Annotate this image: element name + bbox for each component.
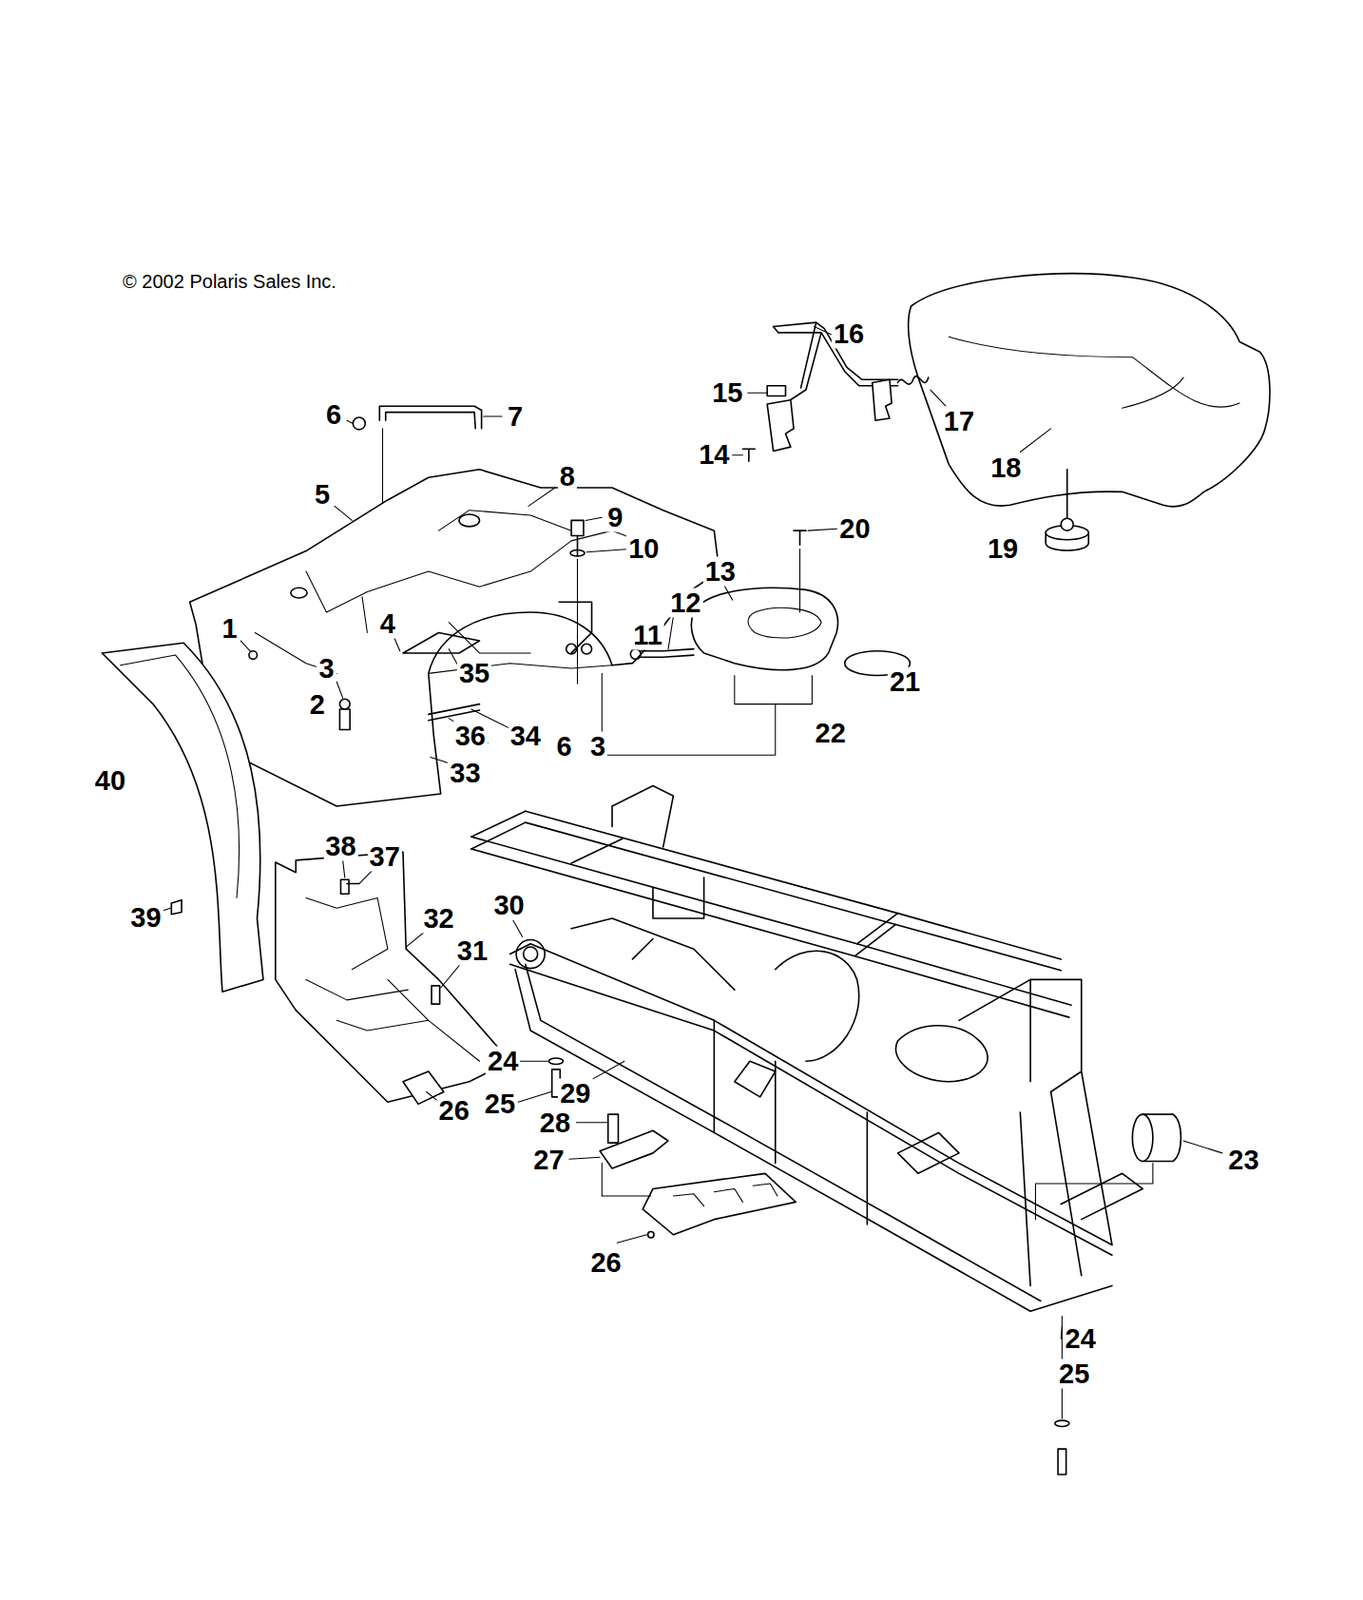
fender-hole bbox=[459, 514, 480, 527]
horn-face bbox=[1132, 1113, 1152, 1161]
callout-number: 7 bbox=[505, 401, 525, 431]
callout-number: 11 bbox=[631, 619, 665, 650]
screw bbox=[793, 530, 807, 545]
footwell bbox=[275, 851, 511, 1102]
bolt bbox=[1057, 1448, 1067, 1475]
callout-number: 19 bbox=[985, 534, 1020, 564]
nut bbox=[352, 417, 365, 430]
callout-number: 3 bbox=[588, 730, 608, 761]
callout-number: 20 bbox=[837, 513, 872, 543]
washer bbox=[570, 550, 585, 557]
callout-number: 35 bbox=[457, 658, 492, 689]
rivet bbox=[431, 985, 441, 1004]
callout-number: 24 bbox=[1063, 1324, 1098, 1354]
callout-number: 24 bbox=[485, 1046, 520, 1076]
callout-number: 37 bbox=[367, 841, 403, 871]
rack-bar bbox=[379, 405, 481, 429]
callout-number: 26 bbox=[588, 1247, 623, 1277]
connector-guide bbox=[601, 672, 812, 755]
rivet bbox=[249, 651, 258, 660]
callout-number: 28 bbox=[537, 1107, 573, 1137]
spring bbox=[898, 376, 929, 385]
nut bbox=[566, 643, 577, 654]
leader-lines bbox=[161, 326, 1223, 1339]
washer bbox=[1055, 1420, 1070, 1426]
bolt bbox=[608, 1113, 619, 1143]
callout-number: 36 bbox=[453, 720, 488, 750]
latch-hook bbox=[767, 400, 794, 452]
callout-number: 6 bbox=[324, 399, 344, 429]
callout-number: 12 bbox=[668, 588, 703, 618]
callout-number: 14 bbox=[696, 439, 731, 469]
fender-detail bbox=[254, 510, 653, 674]
mud-flap bbox=[101, 642, 264, 992]
callout-number: 21 bbox=[887, 667, 922, 697]
callout-number: 16 bbox=[831, 318, 866, 348]
latch-hook bbox=[872, 379, 892, 421]
bolt bbox=[339, 709, 350, 730]
callout-number: 9 bbox=[605, 502, 625, 533]
leader-line bbox=[601, 1194, 652, 1196]
seat-bumper-knob bbox=[1060, 518, 1074, 531]
footwell-detail bbox=[306, 898, 480, 1062]
callout-number: 3 bbox=[316, 653, 336, 684]
washer bbox=[548, 1057, 563, 1064]
bolt bbox=[640, 649, 694, 658]
footrest-bracket bbox=[599, 1130, 669, 1169]
callout-number: 6 bbox=[554, 730, 574, 761]
footrest-detail bbox=[672, 1183, 777, 1207]
callout-number: 34 bbox=[508, 720, 543, 750]
callout-number: 40 bbox=[93, 766, 128, 796]
leader-line bbox=[1066, 469, 1069, 526]
callout-number: 23 bbox=[1226, 1145, 1261, 1175]
seat bbox=[908, 273, 1270, 507]
seat-contour bbox=[948, 336, 1240, 408]
callout-number: 32 bbox=[421, 903, 456, 934]
screw bbox=[346, 883, 360, 885]
callout-number: 18 bbox=[988, 452, 1023, 482]
cover bbox=[691, 587, 838, 670]
clip bbox=[171, 900, 182, 915]
callout-number: 4 bbox=[378, 608, 398, 638]
fender-hole bbox=[290, 587, 308, 598]
callout-number: 27 bbox=[531, 1145, 566, 1175]
footrest bbox=[642, 1172, 796, 1234]
callout-number: 2 bbox=[307, 689, 327, 719]
callout-number: 17 bbox=[941, 406, 977, 437]
callout-number: 15 bbox=[710, 378, 745, 408]
nut bbox=[648, 1231, 654, 1238]
callout-number: 30 bbox=[491, 890, 526, 921]
screw bbox=[742, 448, 755, 461]
leader-line bbox=[601, 1163, 603, 1196]
mud-flap-detail bbox=[120, 654, 240, 898]
callout-number: 10 bbox=[626, 534, 661, 564]
callout-number: 22 bbox=[813, 717, 848, 748]
callout-number: 26 bbox=[437, 1094, 472, 1125]
callout-number: 8 bbox=[557, 461, 577, 492]
copyright-note: © 2002 Polaris Sales Inc. bbox=[120, 270, 339, 292]
callout-number: 29 bbox=[557, 1077, 593, 1108]
leader-line bbox=[799, 548, 801, 613]
latch-plate bbox=[767, 385, 786, 397]
leader-line bbox=[576, 558, 578, 684]
cover-opening bbox=[748, 607, 822, 638]
callout-number: 1 bbox=[219, 614, 239, 644]
callout-number: 33 bbox=[447, 757, 482, 788]
callout-number: 13 bbox=[703, 556, 738, 587]
frame bbox=[471, 785, 1143, 1311]
callout-number: 39 bbox=[128, 902, 163, 932]
nut bbox=[581, 643, 593, 654]
washer bbox=[630, 649, 641, 660]
screw bbox=[341, 879, 350, 894]
callout-number: 38 bbox=[323, 830, 358, 861]
wire bbox=[1035, 1163, 1152, 1220]
callout-number: 25 bbox=[482, 1089, 518, 1119]
callout-number: 25 bbox=[1056, 1358, 1092, 1388]
callout-number: 5 bbox=[312, 479, 332, 509]
bolt bbox=[339, 698, 350, 710]
callout-number: 31 bbox=[455, 936, 490, 966]
